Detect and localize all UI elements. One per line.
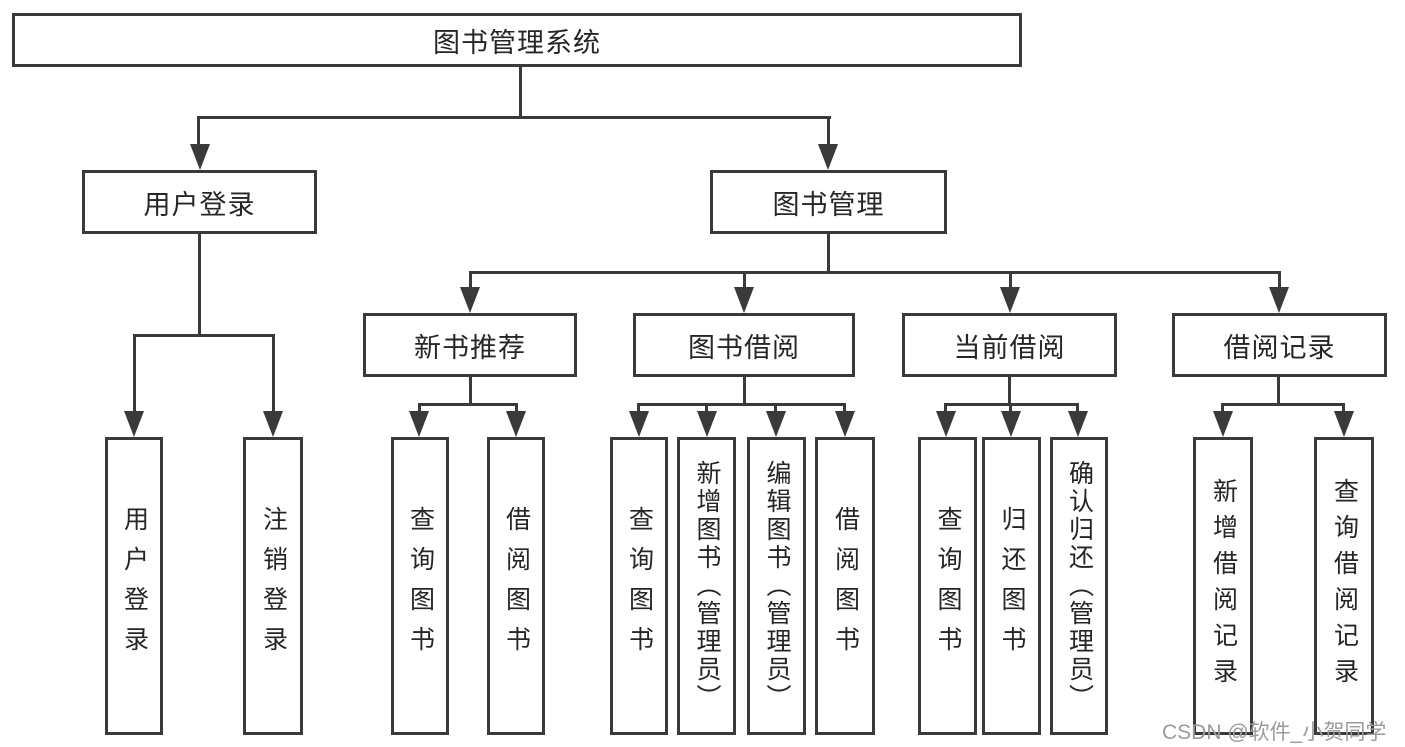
leaf-add-book-admin: 新增图书（管理员） [677, 437, 736, 735]
connector-rail [1221, 403, 1345, 406]
connector-stem [515, 403, 518, 413]
arrowhead-down [1001, 411, 1021, 437]
connector-stem [743, 377, 746, 406]
arrowhead-down [506, 411, 526, 437]
arrowhead-down [190, 144, 210, 170]
arrowhead-down [697, 411, 717, 437]
node-label: 用户登录 [143, 189, 256, 220]
leaf-label: 查询图书 [625, 506, 654, 666]
arrowhead-down [818, 144, 838, 170]
leaf-edit-book-admin: 编辑图书（管理员） [747, 437, 806, 735]
arrowhead-down [835, 411, 855, 437]
leaf-query-borrow-record: 查询借阅记录 [1314, 437, 1374, 735]
csdn-watermark: CSDN @软件_小贺同学 [1162, 721, 1387, 744]
connector-stem [1278, 271, 1281, 289]
connector-rail [637, 403, 846, 406]
arrowhead-down [460, 287, 480, 313]
arrowhead-down [1068, 411, 1088, 437]
connector-book-mgmt-rail [469, 271, 1281, 274]
node-label: 图书管理 [772, 189, 885, 220]
node-book-management: 图书管理 [710, 170, 947, 234]
leaf-label: 用户登录 [120, 506, 149, 666]
connector-stem [272, 334, 275, 412]
leaf-label: 归还图书 [998, 506, 1026, 666]
node-label: 图书借阅 [688, 332, 800, 363]
node-borrow-records: 借阅记录 [1172, 313, 1387, 377]
node-label: 图书管理系统 [433, 27, 601, 58]
connector-stem [637, 403, 640, 413]
leaf-label: 借阅图书 [831, 506, 860, 666]
connector-stem [1008, 377, 1011, 406]
leaf-recommend-borrow-books: 借阅图书 [487, 437, 545, 735]
connector-stem [743, 271, 746, 289]
leaf-label: 查询图书 [934, 506, 962, 666]
leaf-label: 查询借阅记录 [1330, 478, 1359, 694]
connector-stem [197, 116, 200, 146]
leaf-current-query-books: 查询图书 [918, 437, 977, 735]
arrowhead-down [936, 411, 956, 437]
leaf-label: 借阅图书 [502, 506, 531, 666]
arrowhead-down [1000, 287, 1020, 313]
leaf-label: 确认归还（管理员） [1065, 460, 1094, 712]
connector-stem [418, 403, 421, 413]
leaf-user-login: 用户登录 [105, 437, 163, 735]
connector-stem [469, 271, 472, 289]
arrowhead-down [629, 411, 649, 437]
node-label: 借阅记录 [1223, 332, 1336, 363]
leaf-borrow-query-books: 查询图书 [610, 437, 668, 735]
leaf-borrow-books: 借阅图书 [815, 437, 875, 735]
arrowhead-down [1269, 287, 1289, 313]
leaf-label: 编辑图书（管理员） [763, 460, 791, 712]
connector-stem [1277, 377, 1280, 406]
connector-stem [1342, 403, 1345, 413]
connector-root-rail [197, 116, 831, 119]
leaf-logout: 注销登录 [243, 437, 303, 735]
connector-book-mgmt-stem [827, 234, 830, 274]
node-book-borrow: 图书借阅 [633, 313, 855, 377]
connector-stem [1009, 271, 1012, 289]
arrowhead-down [263, 411, 283, 437]
arrowhead-down [766, 411, 786, 437]
connector-stem [469, 377, 472, 406]
arrowhead-down [1334, 411, 1354, 437]
leaf-label: 注销登录 [259, 506, 288, 666]
arrowhead-down [409, 411, 429, 437]
leaf-add-borrow-record: 新增借阅记录 [1193, 437, 1253, 735]
connector-root-stem [519, 66, 522, 118]
node-library-system-root: 图书管理系统 [12, 13, 1022, 67]
connector-user-login-rail [133, 334, 275, 337]
leaf-recommend-query-books: 查询图书 [391, 437, 449, 735]
connector-user-login-stem [198, 234, 201, 336]
arrowhead-down [1213, 411, 1233, 437]
connector-stem [827, 116, 830, 146]
connector-stem [1221, 403, 1224, 413]
connector-rail [418, 403, 518, 406]
connector-stem [1076, 403, 1079, 413]
leaf-label: 新增图书（管理员） [693, 460, 721, 712]
node-label: 新书推荐 [414, 332, 526, 363]
connector-stem [843, 403, 846, 413]
connector-stem [944, 403, 947, 413]
connector-stem [705, 403, 708, 413]
leaf-label: 查询图书 [406, 506, 435, 666]
connector-stem [133, 334, 136, 412]
node-new-book-recommend: 新书推荐 [363, 313, 577, 377]
leaf-confirm-return-admin: 确认归还（管理员） [1050, 437, 1108, 735]
connector-stem [774, 403, 777, 413]
node-current-borrow: 当前借阅 [902, 313, 1117, 377]
arrowhead-down [734, 287, 754, 313]
leaf-return-books: 归还图书 [982, 437, 1041, 735]
connector-stem [1009, 403, 1012, 413]
arrowhead-down [124, 411, 144, 437]
leaf-label: 新增借阅记录 [1209, 478, 1238, 694]
node-user-login: 用户登录 [82, 170, 317, 234]
node-label: 当前借阅 [953, 332, 1066, 363]
